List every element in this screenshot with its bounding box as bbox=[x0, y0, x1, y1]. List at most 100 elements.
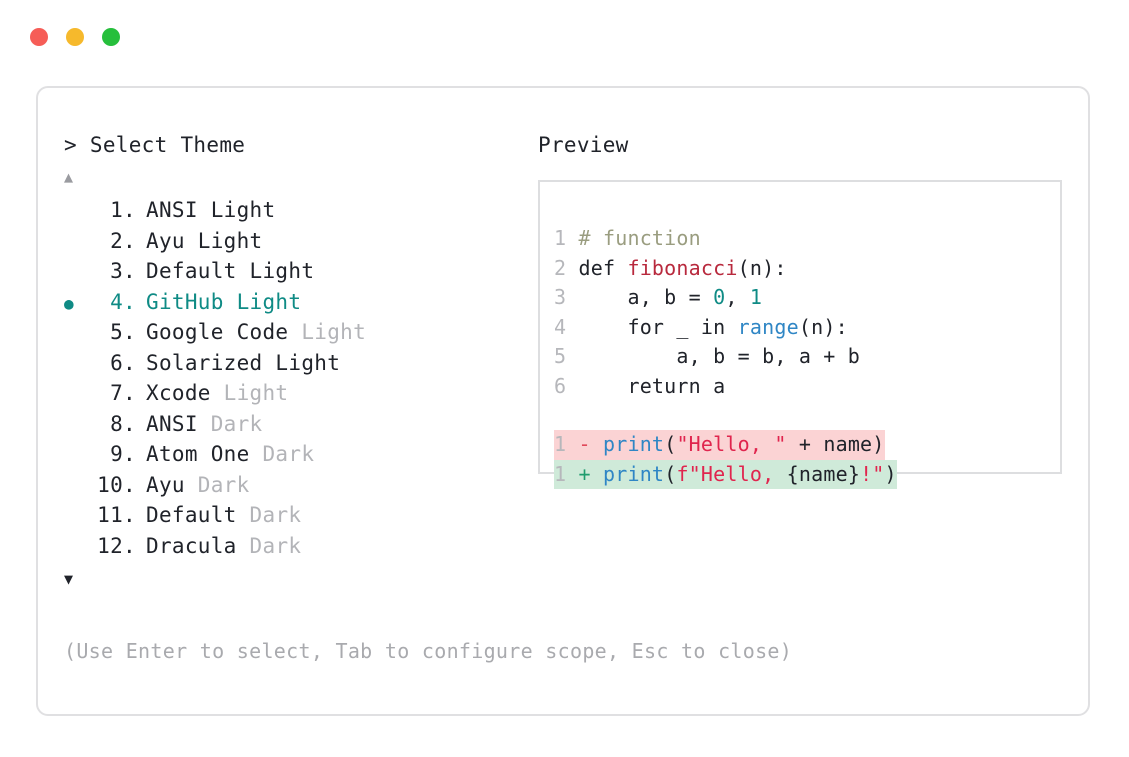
code-token: # function bbox=[578, 226, 701, 250]
selected-bullet-icon: ● bbox=[64, 293, 74, 313]
maximize-window-button[interactable] bbox=[102, 28, 120, 46]
diff-line-del: 1 - print("Hello, " + name) bbox=[554, 430, 885, 460]
theme-list-item[interactable]: 7. Xcode Light bbox=[64, 379, 534, 410]
theme-item-name: Ayu bbox=[146, 472, 185, 497]
code-token: {name} bbox=[786, 461, 861, 486]
code-token: f"Hello, bbox=[676, 461, 787, 486]
code-token: print bbox=[602, 432, 665, 456]
theme-item-number: 4. bbox=[97, 289, 136, 314]
code-token: range bbox=[737, 314, 799, 339]
code-token: a, b = b, a + b bbox=[578, 344, 861, 368]
code-token: !" bbox=[860, 461, 885, 486]
code-line: 5 a, b = b, a + b bbox=[554, 342, 1060, 372]
code-token: fibonacci bbox=[627, 255, 738, 280]
theme-item-variant: Dark bbox=[197, 411, 263, 436]
theme-list-item[interactable]: 1. ANSI Light bbox=[64, 196, 534, 227]
theme-item-number: 9. bbox=[97, 442, 136, 466]
theme-item-number: 3. bbox=[97, 259, 136, 283]
theme-item-variant: Dark bbox=[184, 472, 250, 497]
list-marker-spacer bbox=[64, 258, 90, 288]
theme-item-number: 2. bbox=[97, 228, 136, 253]
code-token: ( bbox=[664, 432, 677, 456]
code-line: 4 for _ in range(n): bbox=[554, 313, 1060, 343]
theme-list[interactable]: 1. ANSI Light 2. Ayu Light 3. Default Light… bbox=[64, 196, 534, 562]
theme-item-name: Google Code bbox=[146, 320, 289, 344]
window-traffic-lights bbox=[30, 28, 120, 46]
theme-item-name: Default Light bbox=[146, 259, 315, 283]
code-token: ) bbox=[884, 461, 897, 486]
code-token: ( bbox=[664, 461, 677, 486]
diff-sign: - bbox=[578, 432, 603, 456]
theme-list-panel: > Select Theme ▲ 1. ANSI Light 2. Ayu Ligh… bbox=[64, 132, 534, 590]
code-line-number: 5 bbox=[554, 344, 579, 368]
list-marker-spacer bbox=[64, 350, 90, 380]
theme-item-variant: Light bbox=[210, 381, 289, 405]
theme-item-number: 8. bbox=[97, 411, 136, 436]
code-token: def bbox=[578, 255, 628, 280]
theme-item-number: 11. bbox=[97, 503, 136, 527]
code-line-number: 3 bbox=[554, 285, 579, 309]
code-token: (n): bbox=[737, 255, 787, 280]
theme-item-name: Ayu Light bbox=[146, 228, 263, 253]
theme-item-name: ANSI Light bbox=[146, 198, 276, 222]
code-token: 0 bbox=[713, 285, 726, 309]
theme-item-name: GitHub Light bbox=[146, 289, 302, 314]
theme-item-number: 1. bbox=[97, 198, 136, 222]
diff-sign: + bbox=[578, 461, 603, 486]
theme-list-item[interactable]: 2. Ayu Light bbox=[64, 227, 534, 258]
theme-list-item[interactable]: 11. Default Dark bbox=[64, 501, 534, 532]
diff-line-number: 1 bbox=[554, 432, 579, 456]
code-token: (n): bbox=[798, 314, 848, 339]
theme-item-name: Default bbox=[146, 503, 237, 527]
theme-list-item[interactable]: 6.Solarized Light bbox=[64, 349, 534, 380]
list-marker-spacer bbox=[64, 228, 90, 258]
code-line-number: 6 bbox=[554, 373, 579, 398]
code-line-number: 1 bbox=[554, 226, 579, 250]
theme-list-item[interactable]: 10. Ayu Dark bbox=[64, 471, 534, 502]
code-token: 1 bbox=[749, 285, 763, 309]
list-marker-spacer bbox=[64, 441, 90, 471]
theme-item-number: 5. bbox=[97, 320, 136, 344]
theme-item-variant: Dark bbox=[236, 533, 302, 558]
theme-list-item[interactable]: 5. Google Code Light bbox=[64, 318, 534, 349]
theme-item-number: 10. bbox=[97, 472, 136, 497]
code-token: print bbox=[602, 461, 665, 486]
list-marker-spacer bbox=[64, 502, 90, 532]
theme-item-variant: Dark bbox=[236, 503, 302, 527]
code-token: for _ in bbox=[578, 314, 738, 339]
list-marker-spacer bbox=[64, 380, 90, 410]
diff-line-add: 1 + print(f"Hello, {name}!") bbox=[554, 459, 897, 489]
close-window-button[interactable] bbox=[30, 28, 48, 46]
preview-code-box: 1 # function 2 def fibonacci(n):3 a, b = … bbox=[538, 180, 1062, 489]
theme-list-item[interactable]: ● 4. GitHub Light bbox=[64, 288, 534, 319]
list-marker-spacer bbox=[64, 472, 90, 502]
code-line: 3 a, b = 0, 1 bbox=[554, 283, 1060, 313]
code-line: 2 def fibonacci(n): bbox=[554, 254, 1060, 284]
theme-list-item[interactable]: 8. ANSI Dark bbox=[64, 410, 534, 441]
theme-list-item[interactable]: 3. Default Light bbox=[64, 257, 534, 288]
code-token: "Hello, " bbox=[676, 432, 787, 456]
theme-item-name: Xcode bbox=[146, 381, 211, 405]
minimize-window-button[interactable] bbox=[66, 28, 84, 46]
theme-item-name: Atom One bbox=[146, 442, 250, 466]
theme-list-item[interactable]: 9.Atom One Dark bbox=[64, 440, 534, 471]
theme-item-name: Solarized Light bbox=[146, 350, 341, 375]
code-area: 1 # function 2 def fibonacci(n):3 a, b = … bbox=[540, 182, 1060, 489]
theme-list-item[interactable]: 12.Dracula Dark bbox=[64, 532, 534, 563]
code-token: a, b = bbox=[578, 285, 714, 309]
list-marker-spacer bbox=[64, 197, 90, 227]
theme-selector-card: > Select Theme ▲ 1. ANSI Light 2. Ayu Ligh… bbox=[36, 86, 1090, 716]
preview-title: Preview bbox=[538, 133, 629, 157]
code-token: , bbox=[725, 285, 750, 309]
code-line: 6 return a bbox=[554, 372, 1060, 402]
theme-item-variant: Light bbox=[288, 320, 367, 344]
scroll-down-arrow-icon[interactable]: ▼ bbox=[64, 570, 74, 588]
theme-item-number: 7. bbox=[97, 381, 136, 405]
scroll-up-arrow-icon[interactable]: ▲ bbox=[64, 168, 74, 186]
theme-item-number: 12. bbox=[97, 533, 136, 558]
list-marker-spacer bbox=[64, 533, 90, 563]
keyboard-hint-text: (Use Enter to select, Tab to configure s… bbox=[64, 639, 793, 663]
code-token: return a bbox=[578, 373, 726, 398]
theme-item-name: ANSI bbox=[146, 411, 198, 436]
prompt-label: > Select Theme bbox=[64, 133, 246, 157]
